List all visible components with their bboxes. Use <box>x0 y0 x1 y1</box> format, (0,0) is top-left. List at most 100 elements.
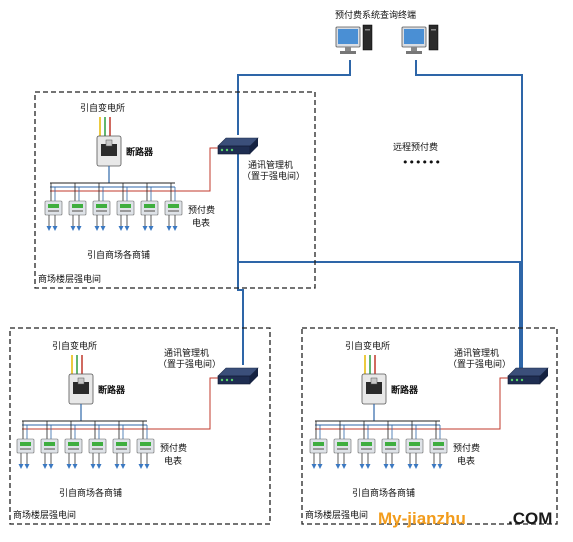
prepaid-meter-icon <box>64 438 83 454</box>
remote-dots: •••••• <box>402 156 441 169</box>
meter-terminals <box>92 448 103 450</box>
breaker-toggle <box>370 377 378 385</box>
feeder-arrow-icon <box>96 464 102 469</box>
bus-line-remote <box>415 60 523 370</box>
room-label: 商场楼层强电间 <box>13 509 76 521</box>
meter-label-1: 预付费 <box>160 442 187 454</box>
meter-display <box>168 204 179 208</box>
monitor-stand <box>411 47 417 51</box>
prepaid-meter-icon <box>309 438 328 454</box>
computer-icon <box>401 24 439 54</box>
breaker-label: 断路器 <box>126 146 154 158</box>
comm-device-led <box>510 378 514 382</box>
prepaid-meter-icon <box>40 438 59 454</box>
communication-bus <box>237 60 523 370</box>
feeder-arrow-icon <box>431 464 437 469</box>
bus-line-panel-1 <box>237 60 351 135</box>
watermark-suffix: .COM <box>508 509 552 528</box>
meter-terminals <box>44 448 55 450</box>
meter-display <box>116 442 127 446</box>
comm-label-2: （置于强电间） <box>242 170 305 182</box>
meter-terminals <box>72 210 83 212</box>
feeder-arrow-icon <box>148 226 154 231</box>
room-boundary <box>301 327 558 525</box>
feeder-arrow-icon <box>70 226 76 231</box>
monitor-screen <box>338 29 358 44</box>
meter-display <box>385 442 396 446</box>
feeder-arrow-icon <box>52 226 58 231</box>
source-label: 引自变电所 <box>52 340 97 352</box>
prepaid-meter-icon <box>333 438 352 454</box>
pc-drive <box>365 29 370 31</box>
meter-terminals <box>68 448 79 450</box>
feeder-arrow-icon <box>24 464 30 469</box>
feeder-arrow-icon <box>76 226 82 231</box>
room-boundary <box>9 327 271 525</box>
comm-device-led <box>225 378 229 382</box>
meter-terminals <box>168 210 179 212</box>
comm-manager-icon <box>507 367 549 385</box>
computer-icon <box>335 24 373 54</box>
breaker-handle-block <box>101 144 117 156</box>
prepaid-meter-icon <box>164 200 183 216</box>
comm-manager-icon <box>217 367 259 385</box>
meter-terminals <box>337 448 348 450</box>
comm-device-led <box>230 378 234 382</box>
meter-terminals <box>313 448 324 450</box>
meter-terminals <box>20 448 31 450</box>
comm-device-led <box>515 378 519 382</box>
prepaid-meter-icon <box>68 200 87 216</box>
terminal-title: 预付费系统查询终端 <box>335 9 416 21</box>
feeder-arrow-icon <box>120 464 126 469</box>
meter-display <box>313 442 324 446</box>
feeder-arrow-icon <box>114 464 120 469</box>
feeder-arrow-icon <box>317 464 323 469</box>
room-label: 商场楼层强电间 <box>305 509 368 521</box>
comm-device-led <box>225 148 229 152</box>
meter-display <box>96 204 107 208</box>
room-boundary <box>34 91 316 289</box>
comm-device-led <box>520 378 524 382</box>
comm-label-2: （置于强电间） <box>448 358 511 370</box>
pc-tower <box>428 24 439 51</box>
feeder-arrow-icon <box>413 464 419 469</box>
meter-display <box>120 204 131 208</box>
prepaid-meter-icon <box>44 200 63 216</box>
feeder-arrow-icon <box>311 464 317 469</box>
meter-label-2: 电表 <box>192 217 210 229</box>
prepaid-meter-icon <box>357 438 376 454</box>
breaker-handle-block <box>73 382 89 394</box>
breaker-label: 断路器 <box>391 384 419 396</box>
meter-terminals <box>433 448 444 450</box>
meter-display <box>72 204 83 208</box>
feeder-arrow-icon <box>42 464 48 469</box>
breaker-label: 断路器 <box>98 384 126 396</box>
feeder-arrow-icon <box>365 464 371 469</box>
breaker-toggle <box>105 139 113 147</box>
feeder-arrow-icon <box>90 464 96 469</box>
watermark-main: My-jianzhu <box>378 509 466 528</box>
shops-label: 引自商场各商铺 <box>59 487 122 499</box>
meter-terminals <box>120 210 131 212</box>
meter-label-2: 电表 <box>164 455 182 467</box>
meter-label-1: 预付费 <box>188 204 215 216</box>
keyboard <box>340 51 356 54</box>
meter-display <box>20 442 31 446</box>
feeder-arrow-icon <box>94 226 100 231</box>
comm-device-side <box>540 368 548 384</box>
comm-device-led <box>230 148 234 152</box>
meter-display <box>48 204 59 208</box>
meter-terminals <box>361 448 372 450</box>
query-terminal-computers <box>335 24 439 54</box>
shops-label: 引自商场各商铺 <box>87 249 150 261</box>
feeder-arrow-icon <box>100 226 106 231</box>
feeder-arrow-icon <box>72 464 78 469</box>
meter-terminals <box>116 448 127 450</box>
room-label: 商场楼层强电间 <box>38 273 101 285</box>
meter-terminals <box>140 448 151 450</box>
feeder-arrow-icon <box>335 464 341 469</box>
feeder-arrow-icon <box>166 226 172 231</box>
